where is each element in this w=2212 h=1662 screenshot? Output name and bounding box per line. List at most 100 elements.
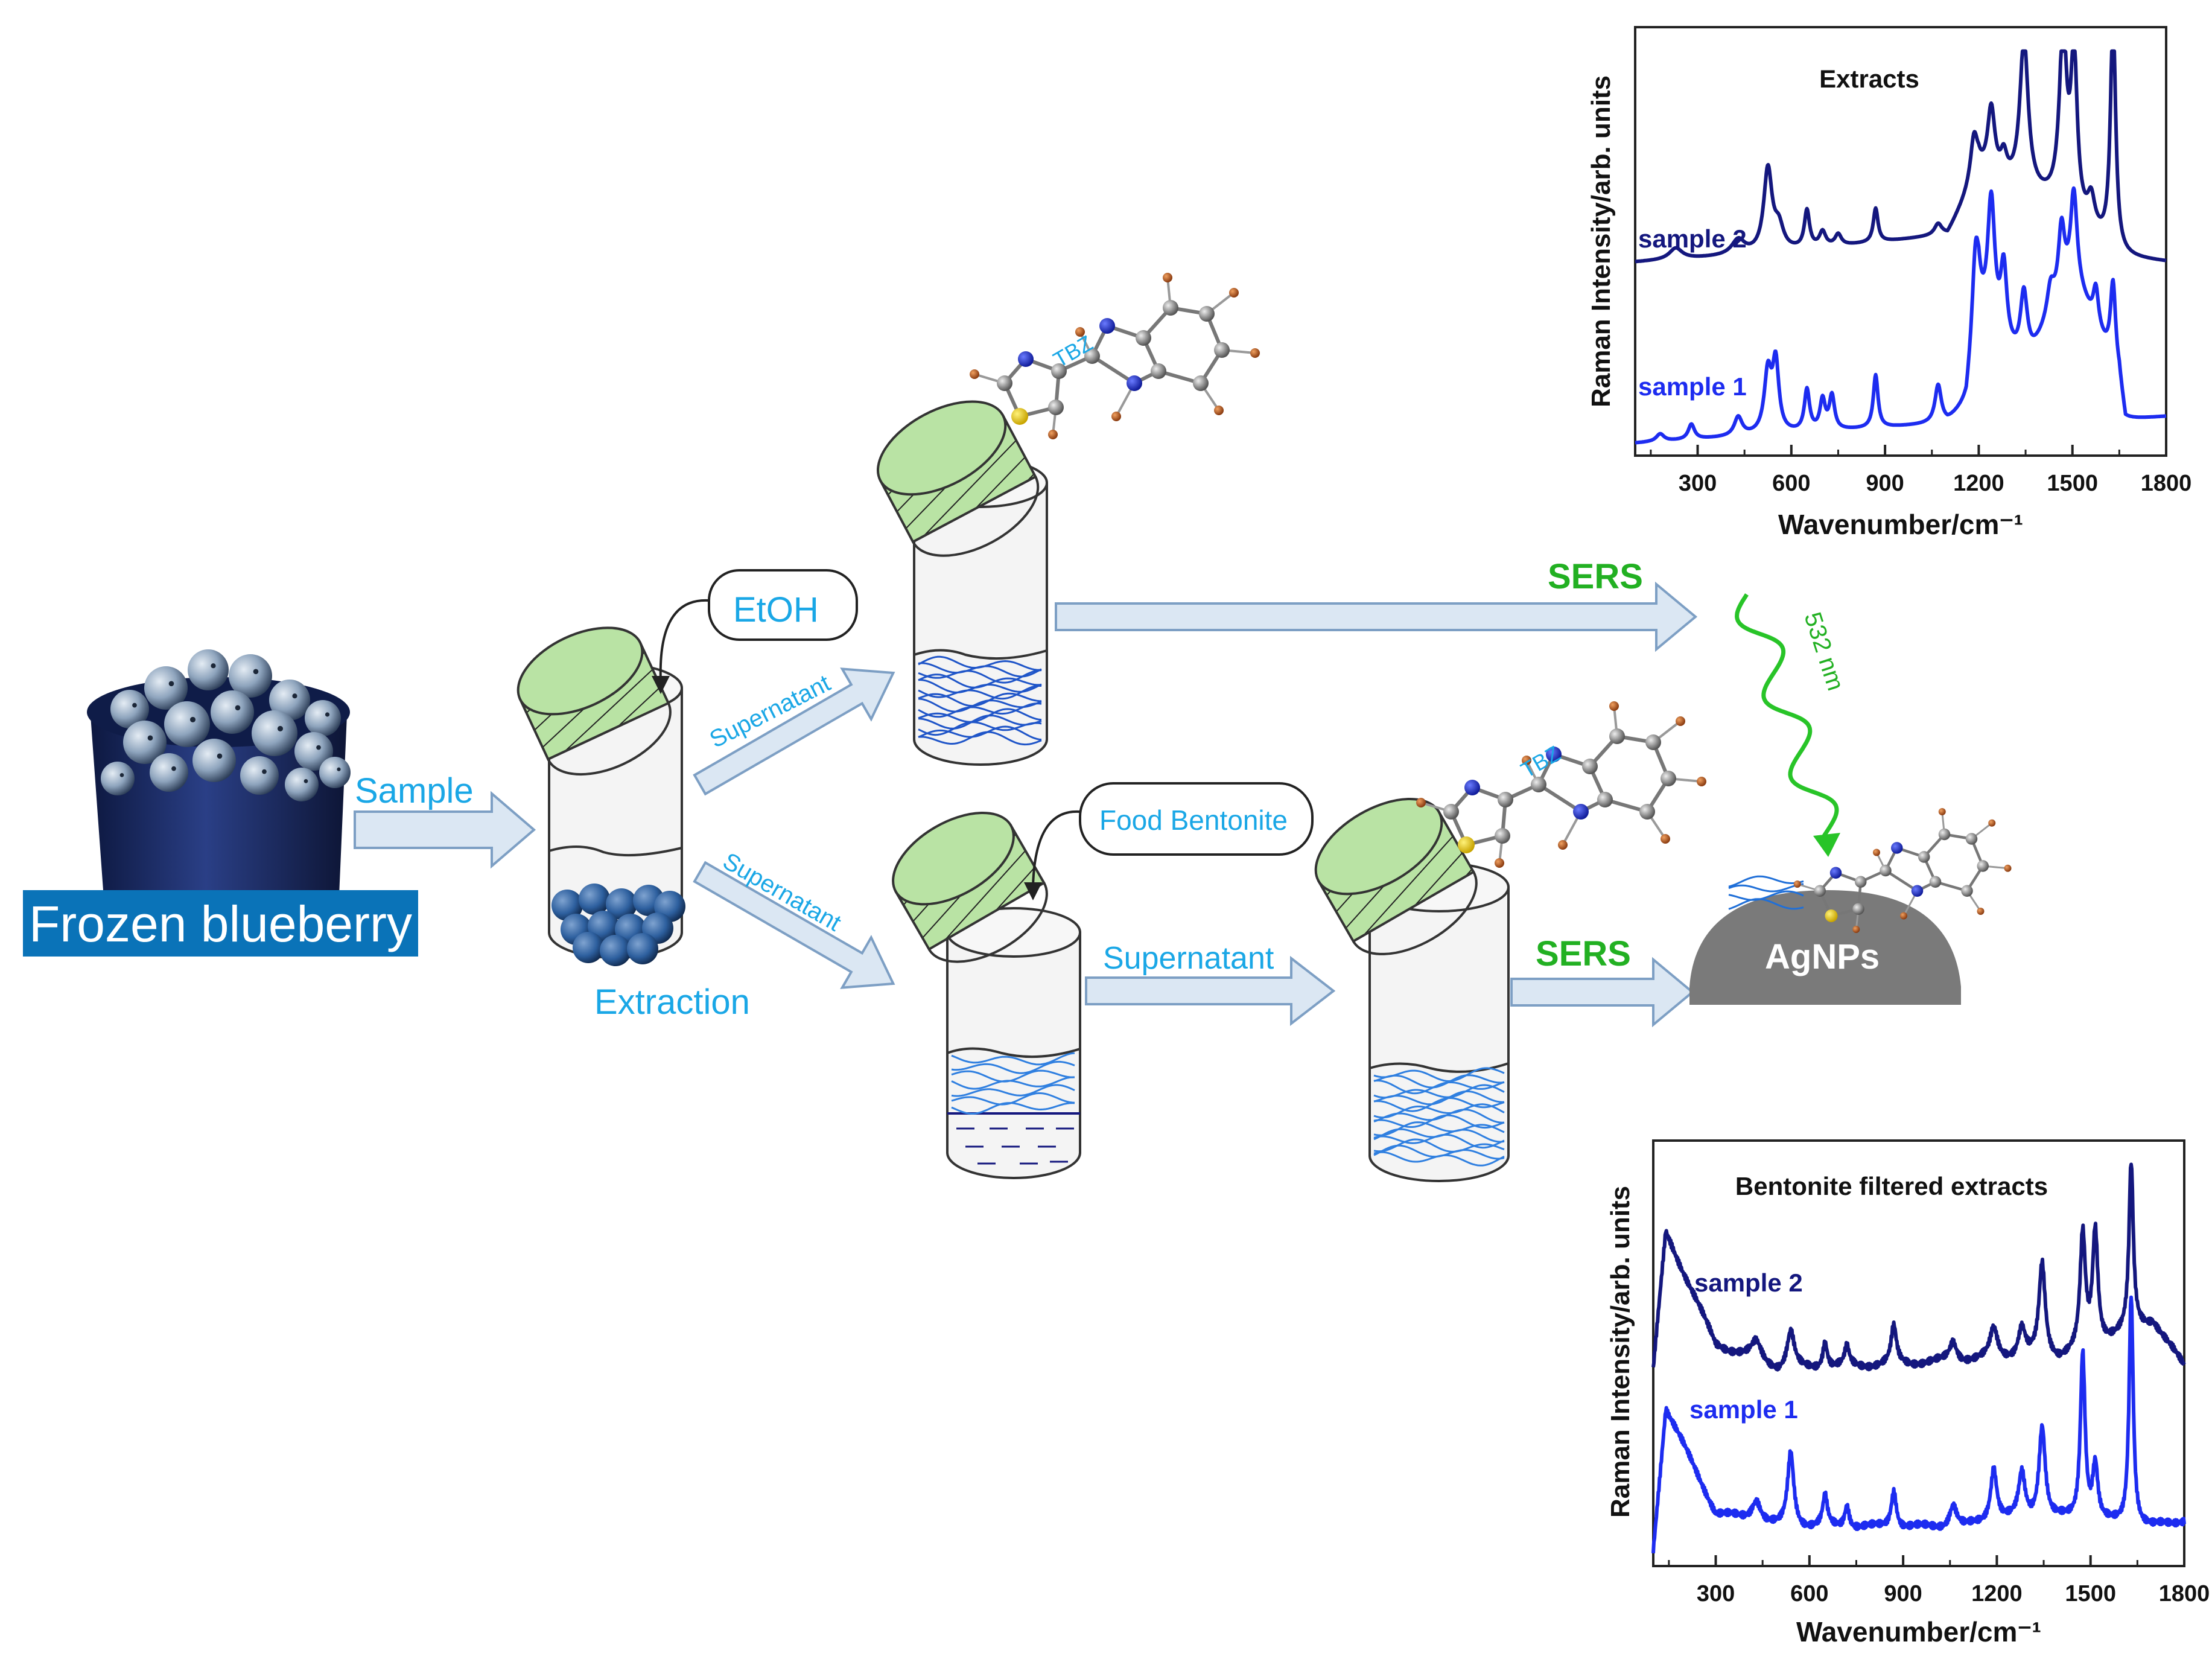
sers-label-bottom: SERS [1536, 934, 1631, 973]
wave-line [918, 725, 1042, 741]
tbz-atom-h [2004, 864, 2012, 872]
series-label: sample 1 [1638, 372, 1747, 401]
tbz-atom [1051, 363, 1067, 379]
blueberry-6 [123, 721, 167, 764]
blueberry-calyx-6 [147, 735, 153, 741]
x-tick-label: 1200 [1971, 1581, 2023, 1606]
x-tick-label: 600 [1790, 1581, 1828, 1606]
blueberry-calyx-7 [189, 716, 196, 722]
filtered-cap [1314, 798, 1478, 955]
tbz-label-bottom: TBZ [1517, 740, 1565, 783]
tbz-atom-h [1250, 348, 1260, 358]
tbz-atom [1127, 375, 1142, 391]
tbz-atom-h [1229, 288, 1239, 298]
tbz-atom [1929, 876, 1942, 888]
laser-wave [1735, 593, 1840, 857]
tbz-atom [1573, 804, 1589, 820]
tbz-atom [1546, 747, 1562, 762]
wave-line [1373, 1133, 1505, 1149]
tbz-atom [1498, 792, 1513, 807]
tbz-atom-h [1075, 327, 1085, 337]
x-tick-label: 600 [1772, 471, 1810, 496]
x-tick-label: 300 [1679, 471, 1717, 496]
tbz-atom-h [1522, 756, 1531, 765]
blueberry-calyx-14 [304, 779, 308, 783]
bentonite-cap [892, 812, 1048, 963]
blueberry-3 [229, 654, 272, 698]
tbz-molecule-top [970, 273, 1260, 439]
blueberry-16 [319, 757, 351, 788]
tbz-atom-h [1661, 834, 1670, 844]
tbz-atom [1011, 408, 1028, 425]
blueberry-calyx-3 [253, 669, 259, 675]
spectrum-line [1634, 186, 2167, 445]
blueberry-calyx-13 [262, 769, 267, 774]
tbz-atom [1193, 375, 1209, 391]
wave-line [1373, 1097, 1505, 1112]
supernatant-label-mid: Supernatant [1103, 941, 1274, 976]
blueberry-calyx-15 [119, 773, 124, 777]
supernatant-arrow-lower [693, 861, 895, 989]
tbz-atom [1214, 342, 1230, 358]
chart-bentonite: Bentonite filtered extracts Raman Intens… [1606, 1139, 2210, 1648]
blueberry-4 [269, 680, 310, 721]
tube-blueberry-9 [573, 932, 604, 963]
tbz-atom-h [1900, 912, 1907, 920]
etoh-callout [652, 569, 858, 694]
blueberry-calyx-12 [217, 753, 223, 759]
wave-line [1373, 1121, 1505, 1136]
blueberry-calyx-5 [325, 712, 330, 717]
tube-blueberry-2 [606, 888, 637, 920]
blueberry-13 [240, 756, 279, 795]
tbz-atom-h [1977, 908, 1985, 915]
sers-label-top: SERS [1548, 557, 1643, 596]
tbz-atom-h [1416, 798, 1426, 807]
tbz-atom-h [1793, 880, 1801, 888]
series-label: sample 2 [1638, 224, 1747, 253]
tbz-atom-h [1697, 777, 1706, 786]
tbz-atom-h [1938, 808, 1946, 815]
wave-line [1728, 898, 1804, 910]
wave-line [951, 1076, 1075, 1090]
tbz-atom [1852, 903, 1864, 915]
blueberry-calyx-9 [277, 725, 284, 731]
bentonite-tube [946, 907, 1081, 1179]
wave-line [918, 684, 1042, 700]
tbz-atom [1829, 867, 1842, 879]
wave-line [951, 1060, 1075, 1074]
blueberry-14 [285, 768, 319, 801]
tbz-atom [1018, 351, 1034, 367]
tbz-atom-h [1676, 716, 1685, 726]
wave-line [1373, 1090, 1504, 1106]
tbz-atom [1443, 804, 1459, 820]
chart-extracts: Extracts Raman Intensity/arb. units Wave… [1586, 26, 2191, 540]
blueberry-calyx-4 [292, 693, 297, 699]
blueberry-11 [150, 753, 188, 792]
tbz-atom-h [1609, 701, 1619, 711]
tbz-atom [1961, 885, 1973, 897]
wave-line [951, 1102, 1075, 1115]
tbz-atom-h [1495, 858, 1504, 868]
x-tick-label: 1500 [2047, 471, 2098, 496]
wave-line [918, 715, 1042, 730]
tbz-atom [1938, 828, 1951, 841]
blueberry-15 [101, 762, 135, 795]
wave-line [1373, 1074, 1505, 1089]
agnps-particle [1689, 875, 1961, 1005]
tbz-atom [1814, 885, 1826, 897]
tbz-atom [1531, 777, 1546, 792]
blueberry-calyx-1 [168, 681, 174, 687]
wave-line [951, 1084, 1075, 1097]
blueberry-10 [294, 732, 333, 771]
x-tick-label: 1500 [2065, 1581, 2116, 1606]
tbz-atom-h [970, 369, 979, 379]
tbz-atom-h [1163, 273, 1172, 282]
tbz-atom [1464, 780, 1480, 795]
wave-line [918, 669, 1042, 684]
tbz-atom [1495, 828, 1510, 844]
tbz-atom-h [1873, 849, 1880, 856]
chart-extracts-ylabel: Raman Intensity/arb. units [1586, 75, 1616, 407]
blueberry-0 [110, 690, 149, 728]
tbz-atom [1639, 804, 1655, 820]
spectrum-line [1651, 1295, 2186, 1553]
